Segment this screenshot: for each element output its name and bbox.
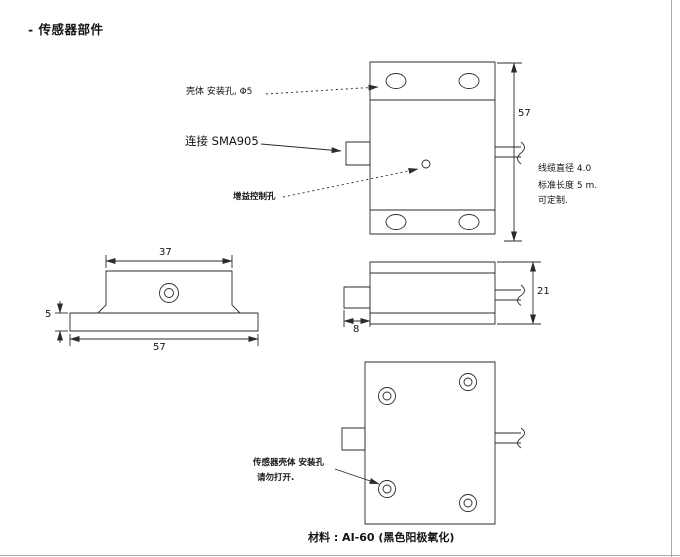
dim-front-base-width: 57 — [152, 342, 167, 355]
mount-hole — [459, 215, 479, 230]
front-view — [55, 255, 259, 346]
side-view-outline — [370, 262, 495, 324]
side-view — [343, 261, 541, 327]
cable-stub — [495, 428, 525, 448]
sensor-mount-hole-label-line2: 请勿打开. — [257, 473, 295, 483]
top-view-outline — [370, 62, 495, 234]
sma-connector-stub — [346, 142, 370, 165]
material-note: 材料 : AI-60 (黑色阳极氧化) — [308, 531, 455, 544]
counterbore-hole — [460, 374, 477, 391]
cable-diameter-note: 线缆直径 4.0 — [538, 164, 592, 174]
gain-control-hole-label: 增益控制孔 — [233, 192, 276, 202]
mount-hole — [386, 215, 406, 230]
dim-side-height: 21 — [537, 286, 550, 297]
top-view — [261, 62, 525, 242]
dim-side-connector-width: 8 — [352, 324, 361, 337]
dim-front-top-width: 37 — [158, 247, 173, 260]
dimension-21 — [497, 261, 541, 325]
cable-stub — [495, 285, 525, 306]
dim-front-base-height: 5 — [45, 309, 52, 320]
dimension-57-vertical — [497, 62, 522, 242]
dimension-57-base — [69, 334, 259, 346]
cable-stub — [495, 142, 525, 164]
mount-hole — [386, 74, 406, 89]
dim-top-view-height: 57 — [518, 108, 531, 119]
cable-length-note: 标准长度 5 m. — [538, 181, 598, 191]
leader-mount-hole — [266, 84, 379, 94]
dimension-8 — [343, 310, 371, 327]
bottom-view — [335, 362, 525, 524]
counterbore-hole — [379, 481, 396, 498]
page-title: - 传感器部件 — [28, 22, 104, 37]
dimension-5 — [55, 301, 68, 343]
leader-sensor-mount-hole — [335, 469, 380, 484]
page-border-bottom — [0, 555, 680, 556]
housing-mount-hole-label: 壳体 安装孔, Φ5 — [186, 87, 253, 97]
leader-sma-connector — [261, 144, 342, 154]
counterbore-hole — [460, 495, 477, 512]
dimension-37 — [105, 255, 233, 268]
customizable-note: 可定制. — [538, 196, 568, 206]
sma-connector-stub — [344, 287, 370, 308]
front-center-hole-inner — [165, 289, 174, 298]
leader-gain-hole — [283, 167, 419, 197]
sma-connector-label: 连接 SMA905 — [185, 134, 259, 148]
sma-connector-stub — [342, 428, 365, 450]
page-border-right — [671, 0, 672, 557]
counterbore-hole — [379, 388, 396, 405]
sensor-mount-hole-label-line1: 传感器壳体 安装孔 — [253, 458, 324, 468]
gain-control-hole — [422, 160, 430, 168]
mount-hole — [459, 74, 479, 89]
front-center-hole-outer — [160, 284, 179, 303]
